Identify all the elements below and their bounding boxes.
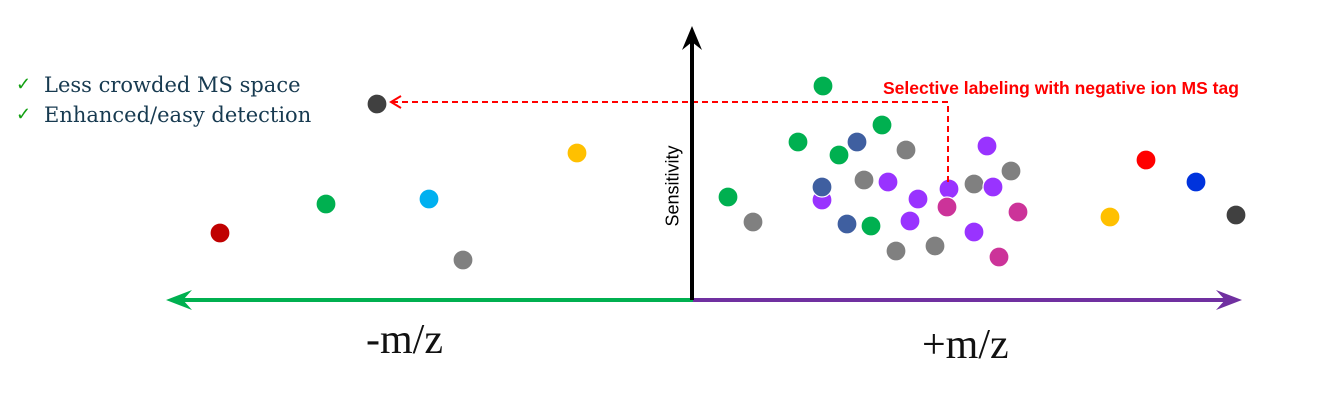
positive-ion-dot <box>742 211 764 233</box>
negative-ion-dot <box>418 188 440 210</box>
positive-ion-dot <box>988 246 1010 268</box>
positive-ion-dot <box>1000 160 1022 182</box>
sensitivity-label: Sensitivity <box>662 145 683 227</box>
negative-ion-dot <box>315 193 337 215</box>
positive-ion-dot <box>853 169 875 191</box>
negative-mz-label: -m/z <box>366 317 443 363</box>
check-icon: ✓ <box>16 104 32 125</box>
selective-label-arrowhead <box>389 95 402 109</box>
benefit-text: Less crowded MS space <box>44 73 301 97</box>
positive-ion-dot <box>846 131 868 153</box>
positive-ion-dot <box>924 235 946 257</box>
positive-ion-dot <box>976 135 998 157</box>
selective-labeling-callout: Selective labeling with negative ion MS … <box>883 78 1239 98</box>
positive-ion-dot <box>907 188 929 210</box>
positive-ion-dot <box>717 186 739 208</box>
check-icon: ✓ <box>16 74 32 95</box>
positive-ion-dot <box>963 173 985 195</box>
positive-ion-dot <box>895 139 917 161</box>
sensitivity-arrowhead <box>682 26 702 50</box>
selective-label-arrow <box>393 101 949 182</box>
positive-ion-dot <box>1135 149 1157 171</box>
negative-ion-dot <box>209 222 231 244</box>
positive-ion-dot <box>982 176 1004 198</box>
positive-ion-dot <box>836 213 858 235</box>
positive-ion-dot <box>936 196 958 218</box>
benefit-text: Enhanced/easy detection <box>44 103 312 127</box>
positive-ion-dot <box>1099 206 1121 228</box>
positive-ion-dot <box>1225 204 1247 226</box>
negative-ion-dot <box>452 249 474 271</box>
positive-ion-dot <box>877 171 899 193</box>
positive-mz-arrowhead <box>1216 290 1242 310</box>
ion-dots <box>209 75 1247 271</box>
positive-ion-dot <box>871 114 893 136</box>
positive-ion-dot <box>828 144 850 166</box>
negative-mz-arrowhead <box>166 290 192 310</box>
positive-ion-dot <box>1185 171 1207 193</box>
positive-mz-label: +m/z <box>922 322 1009 368</box>
positive-ion-dot <box>787 131 809 153</box>
negative-ion-dot <box>566 142 588 164</box>
positive-ion-dot <box>811 176 833 198</box>
benefit-item: ✓ Less crowded MS space <box>16 70 311 100</box>
tagged-ion-dot <box>366 93 388 115</box>
benefits-list: ✓ Less crowded MS space ✓ Enhanced/easy … <box>16 70 311 130</box>
positive-ion-dot <box>963 221 985 243</box>
positive-ion-dot <box>860 215 882 237</box>
positive-ion-dot <box>885 240 907 262</box>
positive-ion-dot <box>812 75 834 97</box>
positive-ion-dot <box>1007 201 1029 223</box>
benefit-item: ✓ Enhanced/easy detection <box>16 100 311 130</box>
positive-ion-dot <box>899 210 921 232</box>
